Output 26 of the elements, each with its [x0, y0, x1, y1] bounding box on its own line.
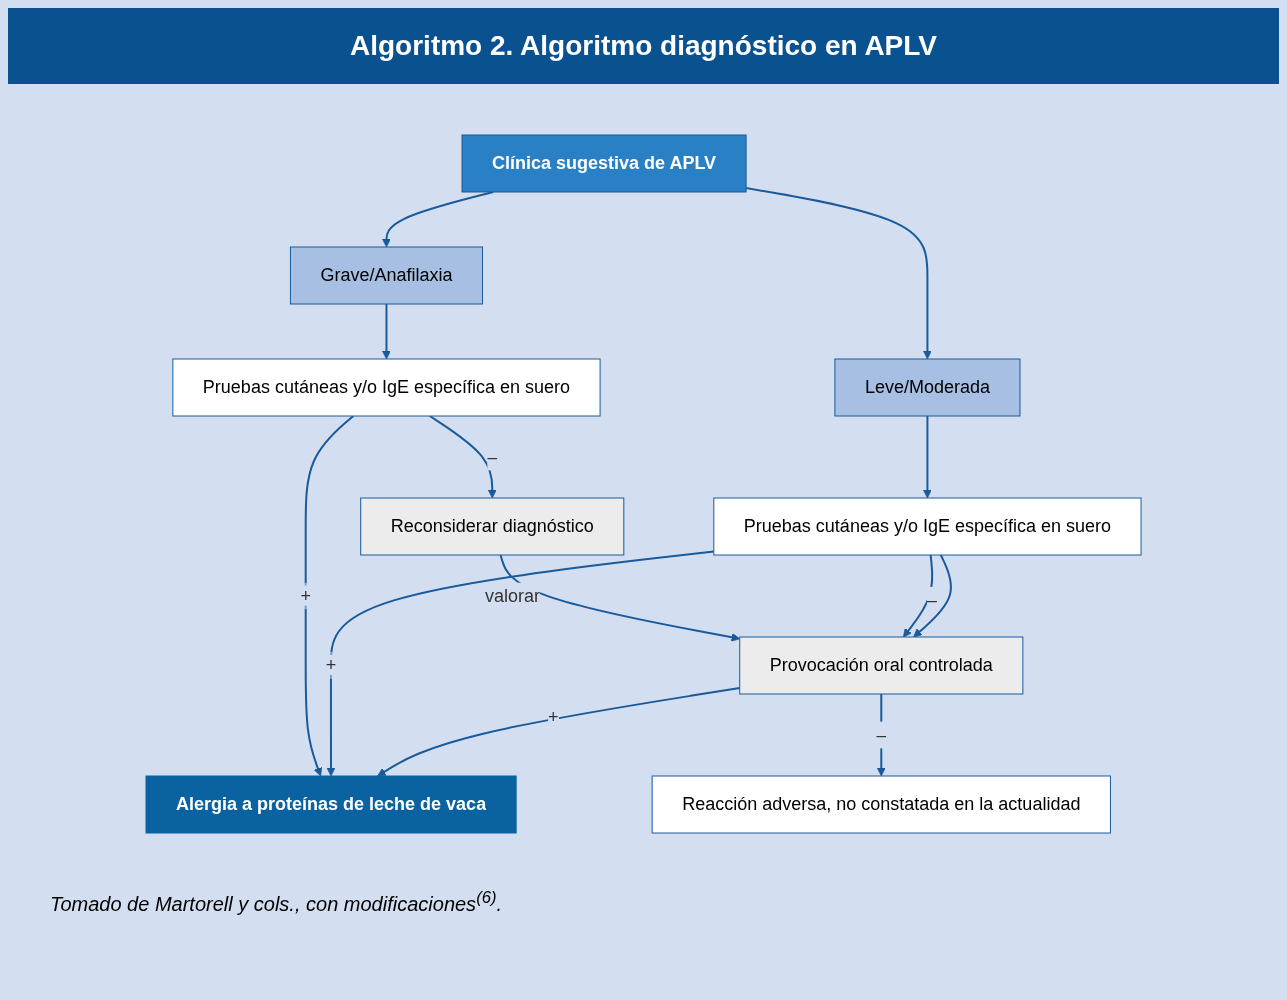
edge-label: +: [325, 655, 337, 675]
node-box: Clínica sugestiva de APLV: [461, 134, 747, 193]
node-box: Provocación oral controlada: [739, 636, 1024, 695]
node-box: Grave/Anafilaxia: [289, 246, 483, 305]
arrow: [382, 303, 391, 360]
node-box: Reconsiderar diagnóstico: [360, 497, 625, 556]
arrow: [377, 687, 741, 777]
arrow: [745, 187, 932, 360]
arrow: [428, 415, 497, 499]
caption: Tomado de Martorell y cols., con modificaciones$^{(6)}$.: [50, 888, 503, 916]
arrow: [923, 415, 932, 499]
node-box: Pruebas cutáneas y/o IgE específica en suero: [172, 358, 601, 417]
edge-label: +: [548, 707, 559, 728]
arrow: [304, 415, 355, 777]
edge-label: –: [487, 446, 498, 467]
edge-label: –: [926, 589, 937, 610]
edge-label: valorar: [484, 585, 540, 606]
edge-label: –: [876, 724, 887, 745]
node-box: Reacción adversa, no constatada en la actualidad: [651, 775, 1111, 834]
arrow: [499, 554, 741, 642]
edge-label: +: [300, 585, 311, 606]
node-box: Pruebas cutáneas y/o IgE específica en suero: [713, 497, 1142, 556]
arrow: [913, 554, 952, 638]
title-banner: Algoritmo 2. Algoritmo diagnóstico en APLV: [8, 8, 1279, 84]
node-box: Alergia a proteínas de leche de vaca: [145, 775, 517, 834]
node-box: Leve/Moderada: [834, 358, 1021, 417]
